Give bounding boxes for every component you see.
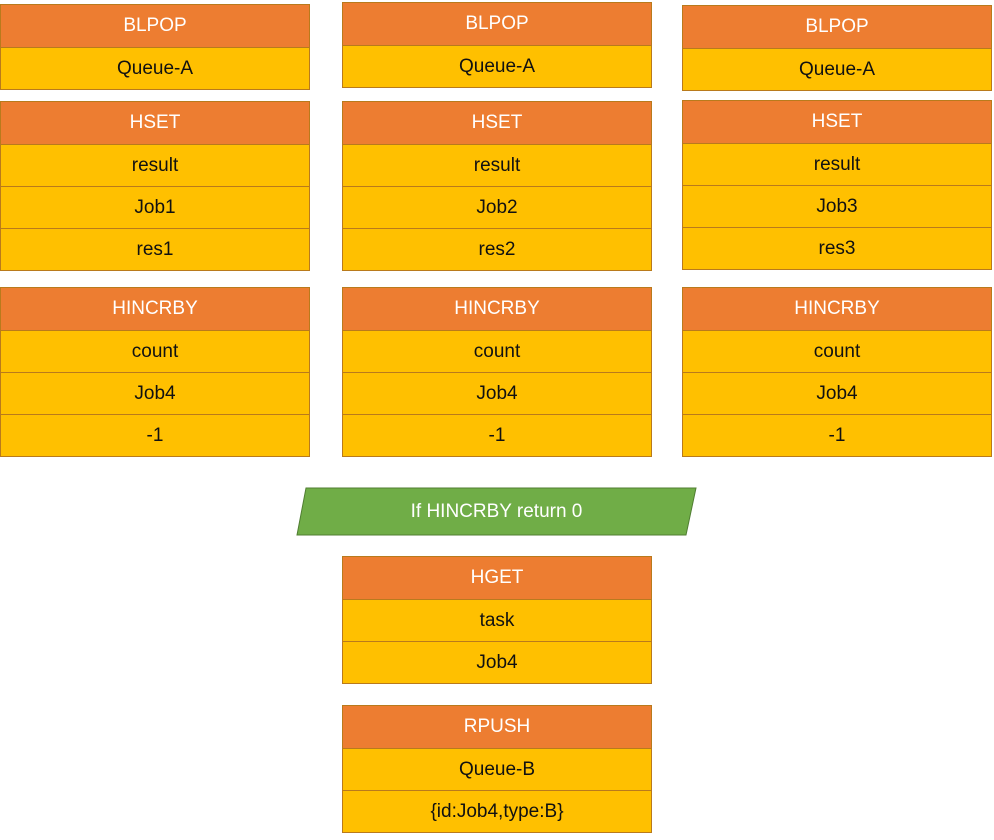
block-arg: result	[1, 144, 309, 186]
block-arg: Job4	[343, 372, 651, 414]
block-arg: res3	[683, 227, 991, 269]
blpop-block-3: BLPOP Queue-A	[682, 5, 992, 91]
block-arg: Queue-A	[683, 48, 991, 90]
block-arg: count	[343, 330, 651, 372]
block-arg: Job4	[683, 372, 991, 414]
block-arg: res2	[343, 228, 651, 270]
hincrby-block-2: HINCRBY count Job4 -1	[342, 287, 652, 457]
blpop-block-1: BLPOP Queue-A	[0, 4, 310, 90]
block-header: BLPOP	[1, 5, 309, 47]
block-header: HINCRBY	[683, 288, 991, 330]
block-arg: res1	[1, 228, 309, 270]
block-arg: result	[683, 143, 991, 185]
hset-block-1: HSET result Job1 res1	[0, 101, 310, 271]
block-header: HSET	[1, 102, 309, 144]
block-header: HSET	[683, 101, 991, 143]
block-arg: Job2	[343, 186, 651, 228]
block-arg: Job3	[683, 185, 991, 227]
block-arg: result	[343, 144, 651, 186]
block-arg: Job1	[1, 186, 309, 228]
block-header: HSET	[343, 102, 651, 144]
block-arg: {id:Job4,type:B}	[343, 790, 651, 832]
block-header: BLPOP	[343, 3, 651, 45]
parallelogram-shape	[296, 487, 697, 536]
block-arg: task	[343, 599, 651, 641]
hget-block: HGET task Job4	[342, 556, 652, 684]
block-arg: -1	[1, 414, 309, 456]
block-arg: count	[1, 330, 309, 372]
block-header: RPUSH	[343, 706, 651, 748]
blpop-block-2: BLPOP Queue-A	[342, 2, 652, 88]
block-arg: -1	[683, 414, 991, 456]
rpush-block: RPUSH Queue-B {id:Job4,type:B}	[342, 705, 652, 833]
hset-block-2: HSET result Job2 res2	[342, 101, 652, 271]
block-arg: Queue-B	[343, 748, 651, 790]
condition-label: If HINCRBY return 0	[410, 500, 583, 522]
block-header: HINCRBY	[343, 288, 651, 330]
block-arg: Job4	[343, 641, 651, 683]
block-header: HGET	[343, 557, 651, 599]
condition-shape: If HINCRBY return 0	[296, 487, 697, 536]
block-header: HINCRBY	[1, 288, 309, 330]
block-arg: Queue-A	[343, 45, 651, 87]
block-arg: -1	[343, 414, 651, 456]
block-header: BLPOP	[683, 6, 991, 48]
hincrby-block-3: HINCRBY count Job4 -1	[682, 287, 992, 457]
block-arg: Job4	[1, 372, 309, 414]
block-arg: Queue-A	[1, 47, 309, 89]
hincrby-block-1: HINCRBY count Job4 -1	[0, 287, 310, 457]
block-arg: count	[683, 330, 991, 372]
hset-block-3: HSET result Job3 res3	[682, 100, 992, 270]
